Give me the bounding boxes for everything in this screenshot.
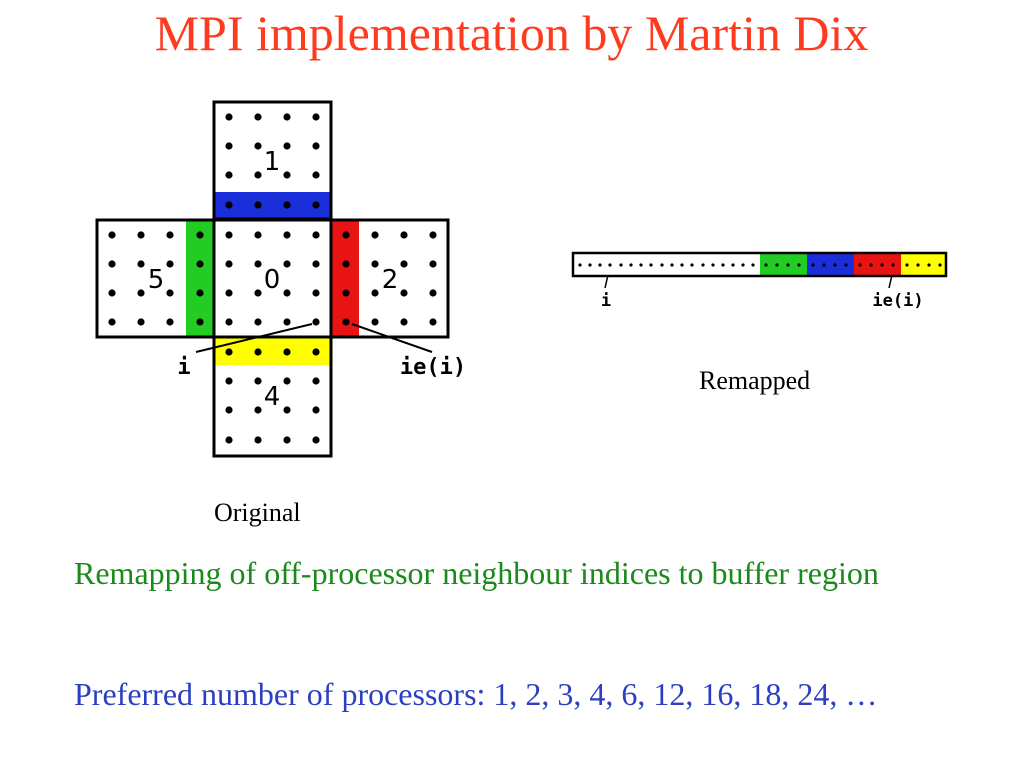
slide-title: MPI implementation by Martin Dix — [154, 5, 869, 61]
tile-label-4: 4 — [264, 382, 281, 412]
preferred-processors-label: Preferred number of processors: — [74, 676, 486, 712]
preferred-processors-values: 1, 2, 3, 4, 6, 12, 16, 18, 24, … — [493, 676, 878, 712]
remap-yellow-block — [901, 254, 946, 276]
remap-points — [578, 263, 942, 267]
original-cube-net: 1 5 0 2 4 i ie(i) — [95, 100, 466, 458]
grid-points — [108, 113, 437, 444]
halo-red-strip — [332, 221, 359, 336]
caption-remapped: Remapped — [699, 366, 811, 395]
tile-label-2: 2 — [382, 265, 399, 295]
neighbour-label-ie: ie(i) — [400, 355, 466, 380]
tile-label-5: 5 — [148, 265, 165, 295]
caption-original: Original — [214, 498, 301, 527]
remap-green-block — [760, 254, 807, 276]
remapping-description: Remapping of off-processor neighbour ind… — [74, 555, 879, 591]
remap-array-outline — [571, 251, 948, 278]
remapped-array: i ie(i) — [571, 251, 948, 311]
tile-label-0: 0 — [264, 265, 281, 295]
halo-blue-strip — [215, 192, 330, 219]
remap-red-block — [854, 254, 901, 276]
tile-0 — [212, 218, 333, 339]
index-label-i: i — [177, 355, 190, 380]
preferred-processors-line: Preferred number of processors: 1, 2, 3,… — [74, 676, 877, 713]
remap-pointer-i — [604, 274, 609, 289]
remap-neighbour-label-ie: ie(i) — [872, 291, 923, 311]
remap-index-label-i: i — [601, 291, 611, 311]
tile-label-1: 1 — [264, 147, 281, 177]
pointer-line-ie — [351, 323, 433, 353]
remap-blue-block — [807, 254, 854, 276]
pointer-line-i — [195, 323, 313, 353]
halo-green-strip — [186, 221, 213, 336]
remap-pointer-ie — [888, 274, 893, 289]
